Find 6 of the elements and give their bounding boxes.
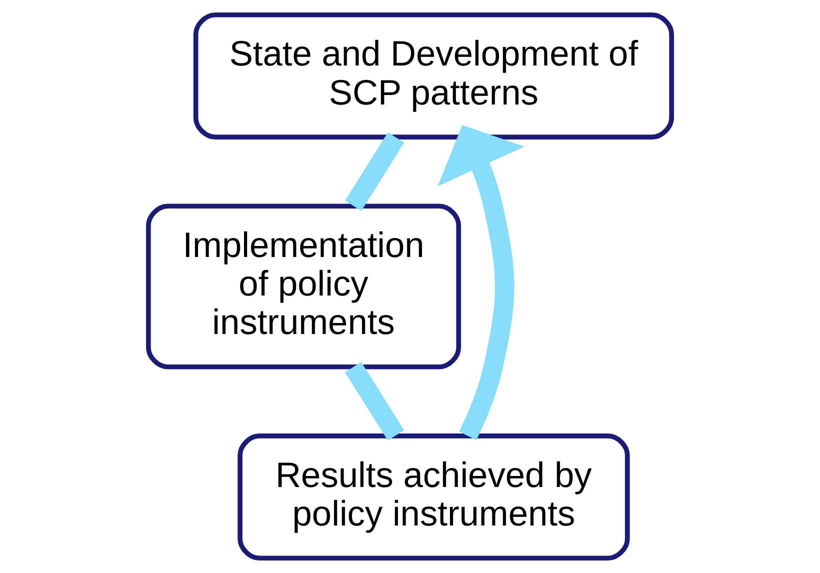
node-box: Implementation of policy instruments — [146, 204, 462, 370]
connector — [345, 132, 404, 211]
connector — [344, 362, 404, 441]
node-box: Results achieved by policy instruments — [238, 434, 630, 561]
arrow — [438, 125, 525, 440]
node-box: State and Development of SCP patterns — [193, 12, 674, 140]
